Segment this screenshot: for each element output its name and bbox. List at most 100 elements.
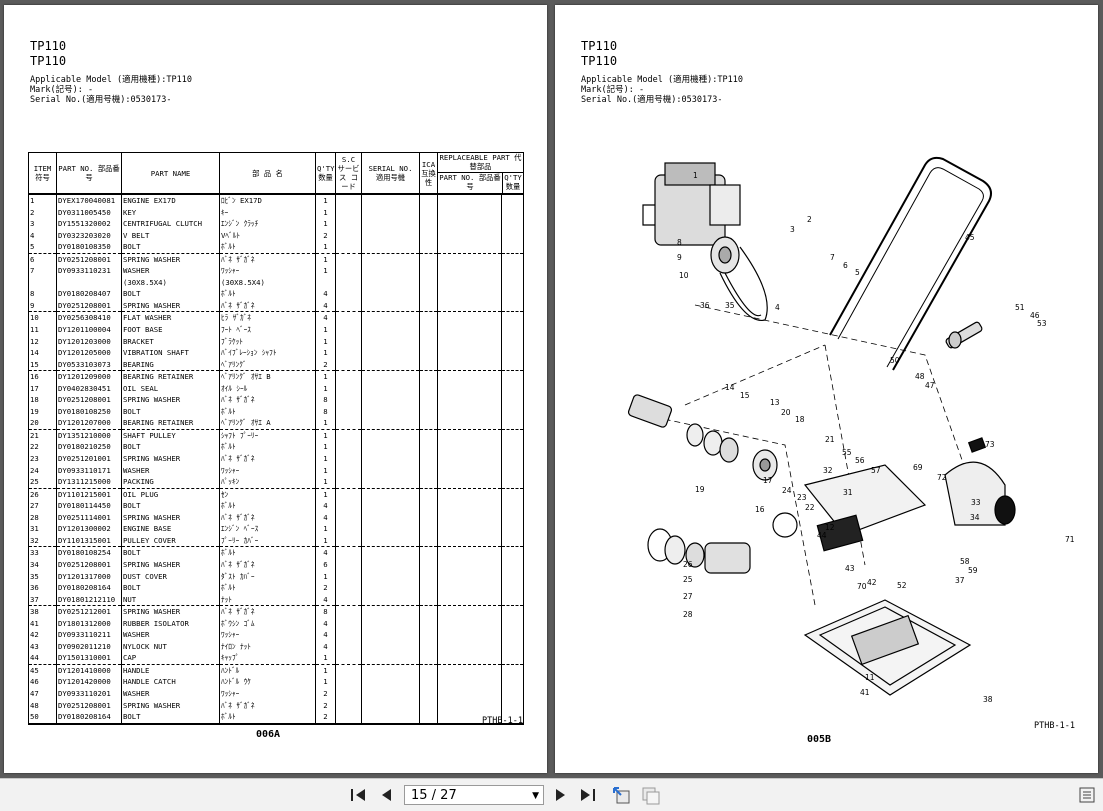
cell-item: 50 — [28, 711, 57, 725]
cell-item: 27 — [28, 500, 57, 512]
cell-item: 37 — [28, 593, 57, 606]
cell-rp — [437, 476, 502, 489]
cell-part: DY0933110201 — [56, 687, 122, 700]
cell-rp — [437, 593, 502, 606]
cell-sc — [335, 428, 362, 442]
cell-ica — [419, 676, 438, 688]
cell-sc — [335, 464, 362, 477]
cell-serial — [361, 252, 420, 266]
first-page-button[interactable] — [346, 783, 370, 807]
cell-item: 47 — [28, 687, 57, 700]
cell-rq — [501, 476, 524, 489]
diagram-callout: 48 — [915, 372, 925, 381]
cell-item: 41 — [28, 617, 57, 630]
cell-rq — [501, 252, 524, 266]
diagram-callout: 31 — [843, 488, 853, 497]
left-page-code: 006A — [256, 729, 281, 740]
cell-part: DY0256308410 — [56, 311, 122, 325]
cell-ica — [419, 241, 438, 254]
cell-ica — [419, 558, 438, 571]
cell-qty: 1 — [315, 534, 336, 547]
cell-rq — [501, 288, 524, 300]
cell-part: DY0402830451 — [56, 382, 122, 395]
cell-part: DY0180208164 — [56, 582, 122, 594]
cell-ica — [419, 276, 438, 289]
cell-qty: 1 — [315, 241, 336, 254]
diagram-callout: 1 — [693, 171, 698, 180]
diagram-callout: 4 — [775, 303, 780, 312]
cell-rq — [501, 265, 524, 277]
diagram-callout: 72 — [937, 473, 947, 482]
cell-part: DY0933110171 — [56, 464, 122, 477]
cell-serial — [361, 605, 420, 618]
cell-rp — [437, 382, 502, 395]
cell-jp: ｷｰ — [219, 206, 316, 219]
diagram-callout: 7 — [830, 253, 835, 262]
cell-name: ENGINE EX17D — [121, 194, 220, 207]
cell-rp — [437, 324, 502, 336]
cell-item: 28 — [28, 511, 57, 524]
cell-part: DY1201300002 — [56, 523, 122, 535]
cell-rp — [437, 676, 502, 688]
cell-serial — [361, 265, 420, 277]
cell-name: NUT — [121, 593, 220, 606]
cell-sc — [335, 335, 362, 348]
cell-rq — [501, 617, 524, 630]
cell-serial — [361, 382, 420, 395]
cell-sc — [335, 441, 362, 454]
cell-rq — [501, 347, 524, 359]
cell-jp: ｾﾝ — [219, 487, 316, 501]
next-page-button[interactable] — [549, 783, 573, 807]
cell-jp: ﾎﾞﾙﾄ — [219, 500, 316, 512]
cell-serial — [361, 276, 420, 289]
cell-qty: 1 — [315, 663, 336, 677]
cell-rp — [437, 229, 502, 242]
cell-ica — [419, 218, 438, 230]
doc-title: TP110 — [581, 39, 618, 53]
cell-item: 33 — [28, 546, 57, 559]
page-number-dropdown[interactable]: 15 / 27 ▼ — [404, 785, 544, 805]
diagram-callout: 43 — [845, 564, 855, 573]
cell-ica — [419, 358, 438, 371]
cell-sc — [335, 640, 362, 653]
diagram-callout: 44 — [817, 531, 827, 540]
left-page: TP110 TP110 Applicable Model (適用機種):TP11… — [4, 5, 547, 773]
cell-part: DY1201209000 — [56, 370, 122, 383]
cell-serial — [361, 441, 420, 454]
cell-ica — [419, 311, 438, 325]
cell-qty: 8 — [315, 405, 336, 418]
cell-part: DY0180208407 — [56, 288, 122, 300]
previous-page-button[interactable] — [374, 783, 398, 807]
sidebar-toggle-button[interactable] — [1075, 783, 1099, 807]
exploded-parts-diagram: 1234567891011121314151617181920212223242… — [627, 156, 1075, 704]
cell-ica — [419, 428, 438, 442]
cell-jp: ﾊﾝﾄﾞﾙ — [219, 663, 316, 677]
cell-part: DY1201205000 — [56, 347, 122, 359]
cell-item: 5 — [28, 241, 57, 254]
cell-item: 9 — [28, 299, 57, 312]
diagram-callout: 36 — [700, 301, 710, 310]
cell-ica — [419, 347, 438, 359]
last-page-button[interactable] — [576, 783, 600, 807]
cell-item: 11 — [28, 324, 57, 336]
cell-qty: 1 — [315, 206, 336, 219]
cell-rq — [501, 699, 524, 712]
cell-rp — [437, 394, 502, 406]
cell-rp — [437, 663, 502, 677]
cell-jp: ﾅｯﾄ — [219, 593, 316, 606]
cell-name: HANDLE — [121, 663, 220, 677]
cell-rp — [437, 582, 502, 594]
cell-qty: 1 — [315, 676, 336, 688]
cell-jp: ｴﾝｼﾞﾝ ﾍﾞｰｽ — [219, 523, 316, 535]
cell-name: SPRING WASHER — [121, 394, 220, 406]
col-part-name: PART NAME — [121, 152, 220, 195]
go-forward-view-button[interactable] — [638, 783, 662, 807]
cell-ica — [419, 582, 438, 594]
go-back-view-button[interactable] — [609, 783, 633, 807]
cell-jp: ﾊﾞﾈ ｻﾞｶﾞﾈ — [219, 252, 316, 266]
cell-name: SPRING WASHER — [121, 605, 220, 618]
cell-name: SPRING WASHER — [121, 699, 220, 712]
